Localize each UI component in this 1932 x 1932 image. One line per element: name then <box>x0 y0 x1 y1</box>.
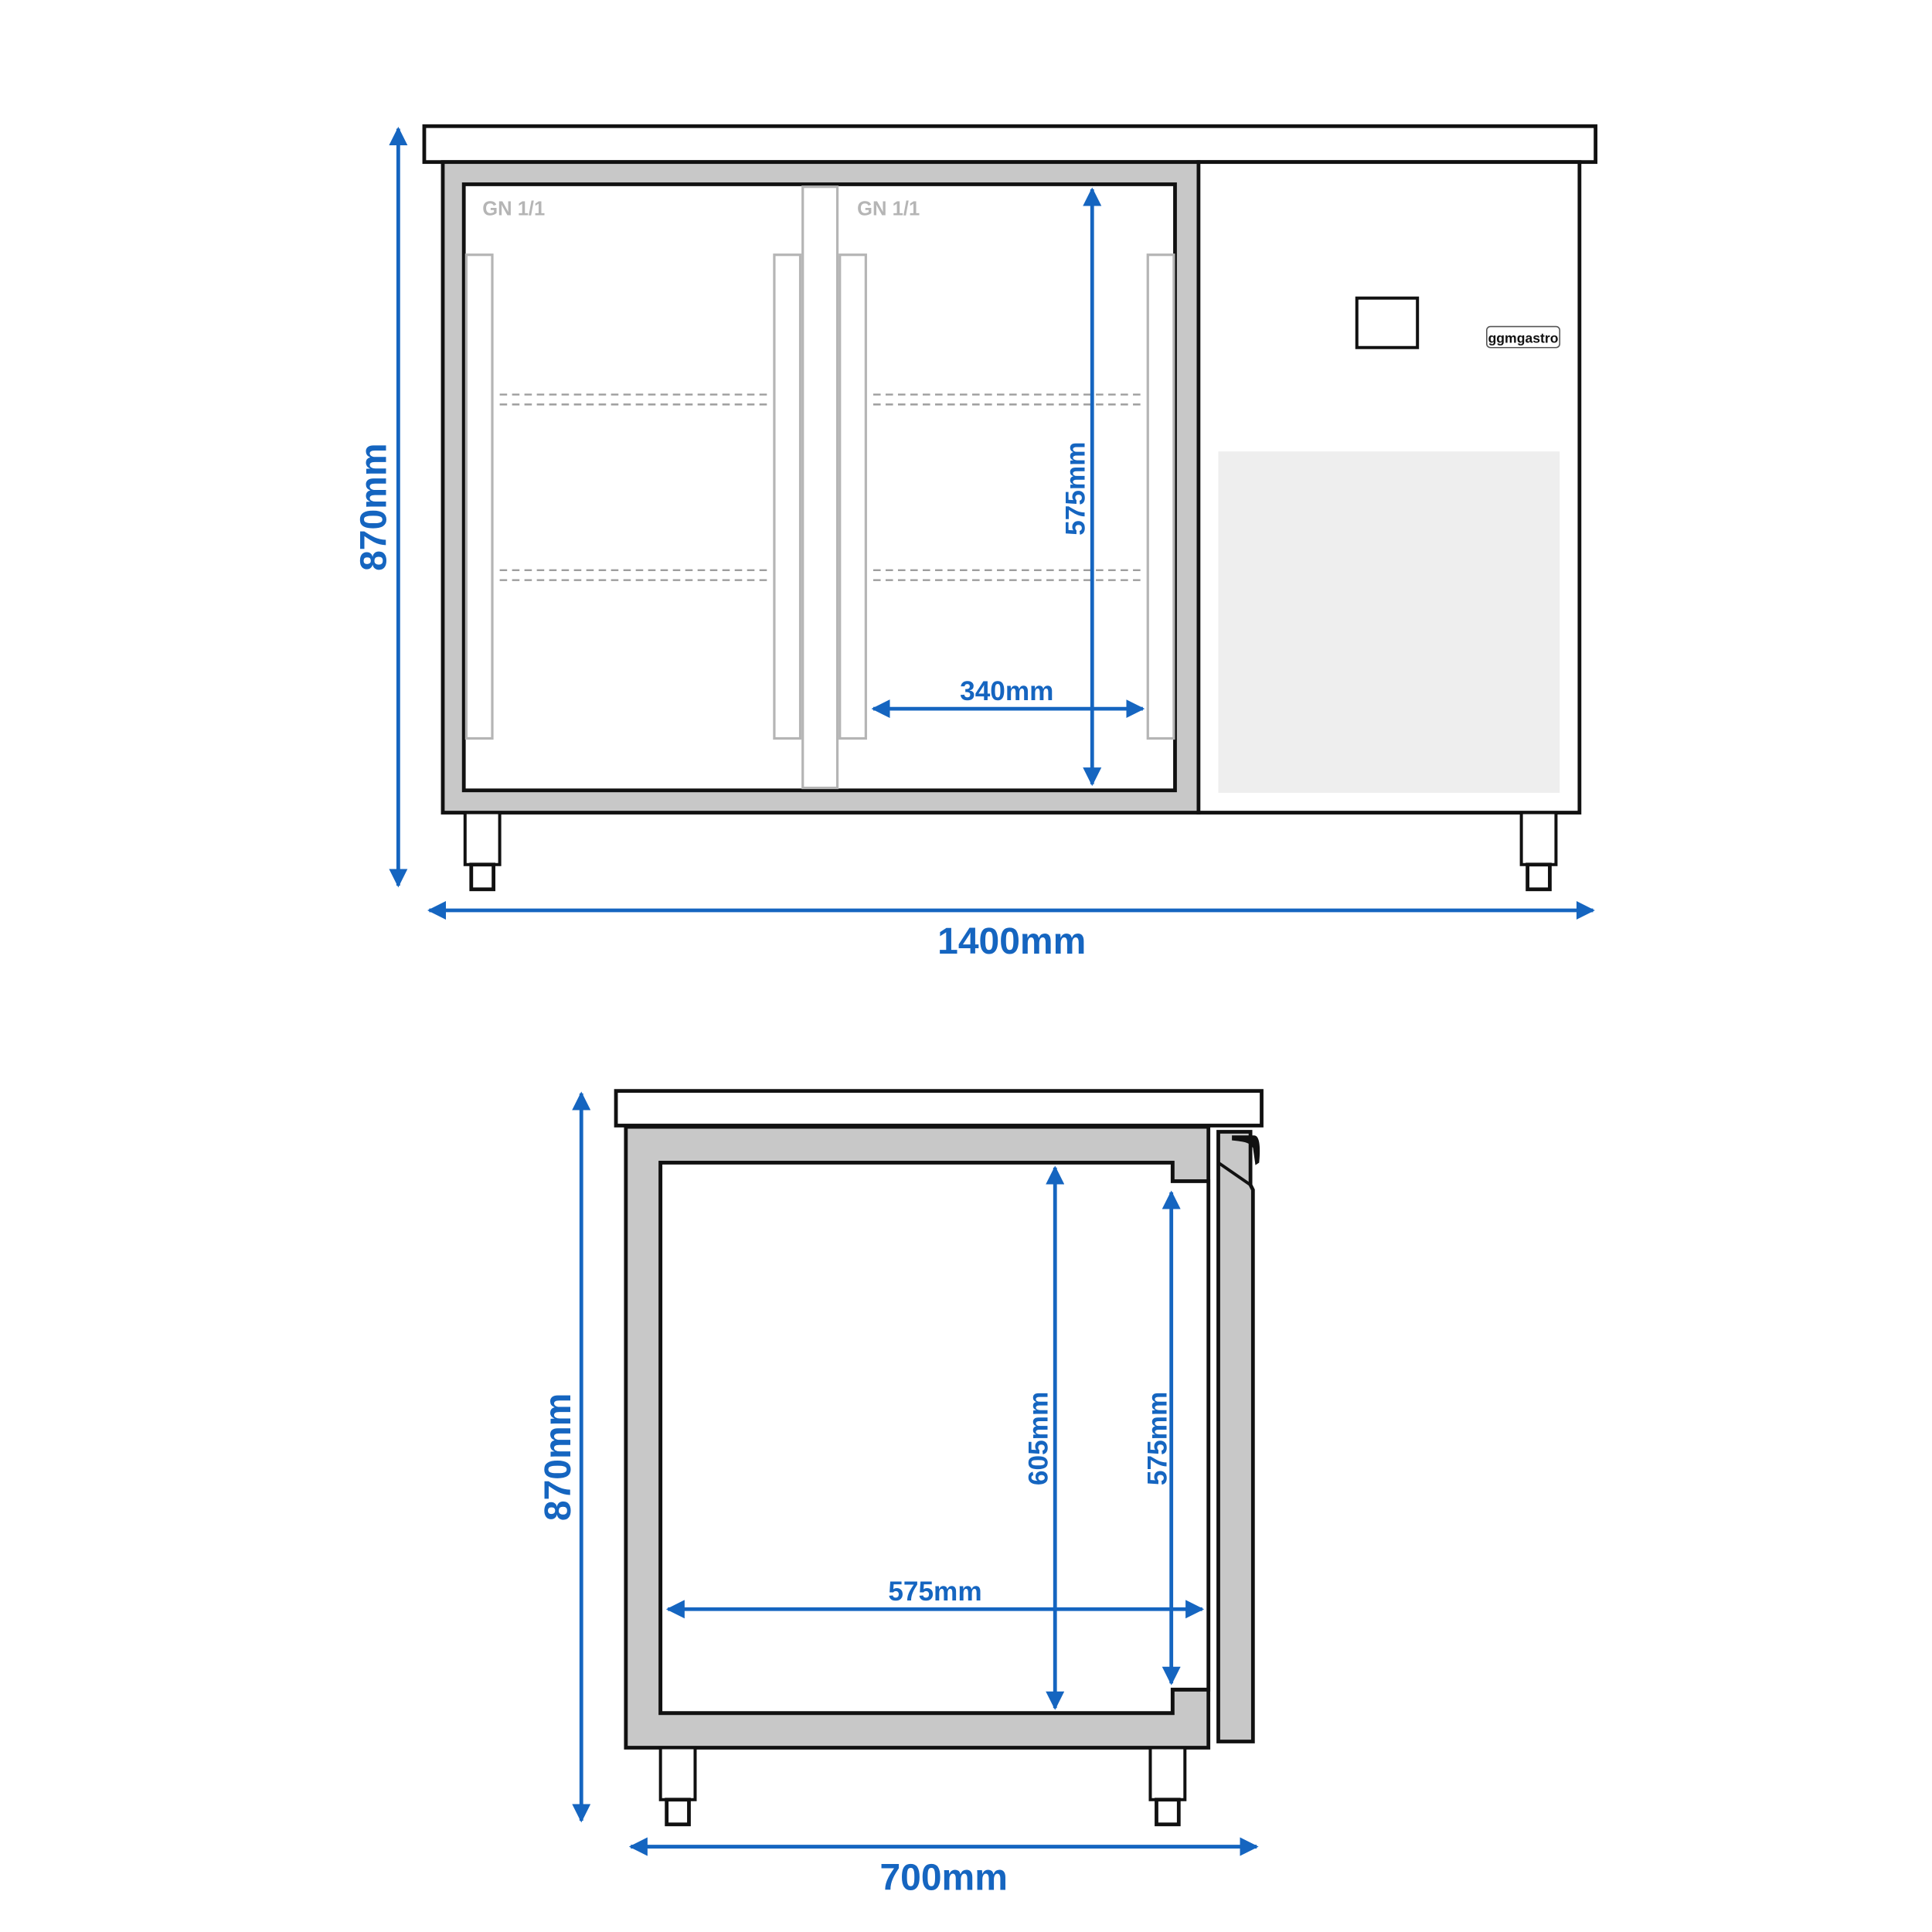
ventilation-panel <box>1218 451 1560 793</box>
dim-front-interior-width: 340mm <box>960 676 1053 706</box>
dim-side-door-opening: 575mm <box>1142 1392 1172 1485</box>
brand-badge-frame <box>1486 325 1561 349</box>
brand-badge: ggmgastro <box>1488 330 1559 345</box>
dim-front-interior-height: 575mm <box>1061 442 1091 536</box>
dim-front-width: 1400mm <box>937 921 1086 962</box>
compartment-label-left: GN 1/1 <box>482 198 545 219</box>
dim-side-interior-depth: 575mm <box>888 1577 981 1607</box>
compartment-label-right: GN 1/1 <box>857 198 920 219</box>
side-interior <box>658 1161 1211 1716</box>
side-door[interactable] <box>1216 1130 1255 1743</box>
door-handle-left-a[interactable] <box>464 253 494 740</box>
door-divider <box>801 185 839 790</box>
dim-side-interior-height: 605mm <box>1024 1392 1054 1485</box>
dim-side-depth: 700mm <box>879 1858 1007 1899</box>
door-handle-left-b[interactable] <box>773 253 802 740</box>
side-legs <box>658 1746 1187 1827</box>
front-view: GN 1/1 GN 1/1 ggmgastro 870mm 1400mm 575… <box>353 124 1598 962</box>
dimension-lines-front <box>389 127 1595 920</box>
door-handle-right-a[interactable] <box>838 253 867 740</box>
control-display[interactable] <box>1355 296 1420 349</box>
legs <box>463 811 1558 892</box>
worktop <box>422 124 1598 165</box>
dimension-lines-side <box>572 1091 1259 1856</box>
door-handle[interactable] <box>1232 1135 1260 1165</box>
side-worktop <box>614 1089 1264 1128</box>
dim-side-height: 870mm <box>538 1393 579 1521</box>
dim-front-height: 870mm <box>353 443 394 570</box>
door-handle-right-b[interactable] <box>1146 253 1175 740</box>
side-view: 870mm 700mm 605mm 575mm 575mm <box>538 1089 1264 1899</box>
